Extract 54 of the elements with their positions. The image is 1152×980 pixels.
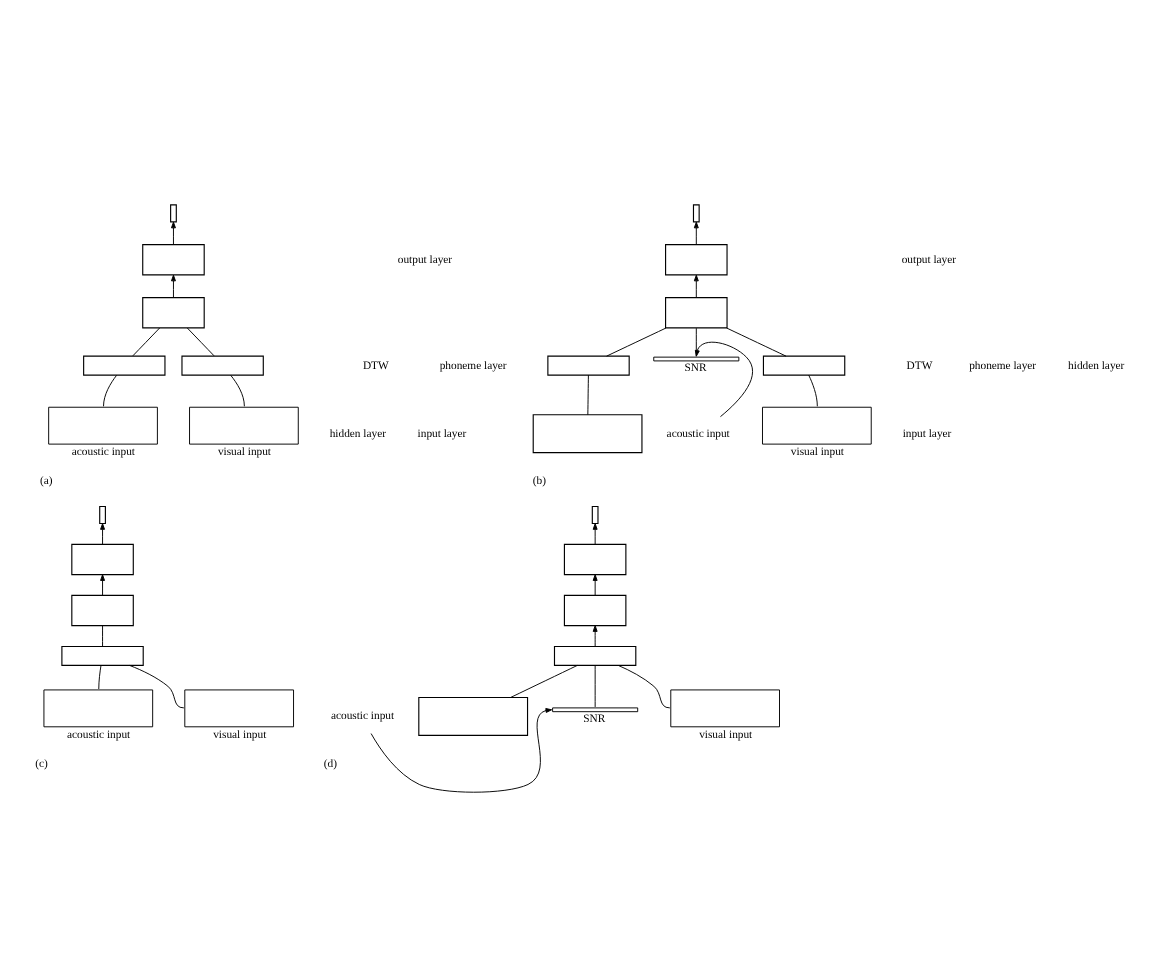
arrow	[370, 707, 553, 792]
connector	[510, 664, 578, 697]
node-box	[553, 644, 637, 665]
connector	[587, 373, 589, 415]
node-box	[670, 688, 780, 727]
arrow	[693, 220, 699, 244]
connector	[103, 373, 118, 406]
arrow	[694, 340, 754, 417]
node-box	[48, 405, 158, 444]
node-box	[71, 542, 134, 575]
node-box	[61, 644, 144, 665]
node-box	[184, 688, 294, 727]
arrow	[171, 273, 176, 297]
node-box	[563, 593, 627, 626]
arrow	[592, 522, 598, 544]
connector	[230, 373, 245, 406]
connector	[102, 624, 104, 646]
arrow	[100, 573, 105, 595]
arrow	[100, 522, 105, 544]
node-box	[142, 243, 205, 275]
connector	[695, 326, 697, 356]
connector	[808, 373, 818, 406]
node-box	[189, 405, 299, 444]
node-box	[552, 706, 639, 712]
connector	[617, 663, 671, 708]
node-box	[653, 355, 740, 361]
arrow	[592, 573, 598, 595]
node-box	[762, 405, 872, 444]
node-box	[170, 203, 177, 222]
connector	[132, 326, 161, 356]
node-box	[83, 354, 166, 375]
node-box	[591, 504, 599, 524]
connector	[186, 326, 215, 356]
node-box	[99, 504, 106, 524]
connector	[594, 663, 596, 707]
node-box	[665, 243, 728, 275]
node-box	[418, 695, 529, 735]
connector	[606, 326, 667, 356]
node-box	[71, 593, 134, 626]
node-box	[692, 203, 700, 222]
node-box	[563, 542, 627, 575]
node-box	[532, 413, 643, 453]
node-box	[43, 688, 154, 727]
arrow	[171, 220, 176, 244]
connector	[726, 326, 787, 356]
node-box	[762, 354, 846, 375]
node-box	[665, 296, 728, 328]
node-box	[547, 354, 630, 375]
node-box	[181, 354, 264, 375]
arrow	[592, 624, 598, 646]
node-box	[142, 296, 205, 328]
connector	[129, 663, 185, 708]
arrow	[693, 273, 699, 297]
connector	[98, 664, 102, 689]
